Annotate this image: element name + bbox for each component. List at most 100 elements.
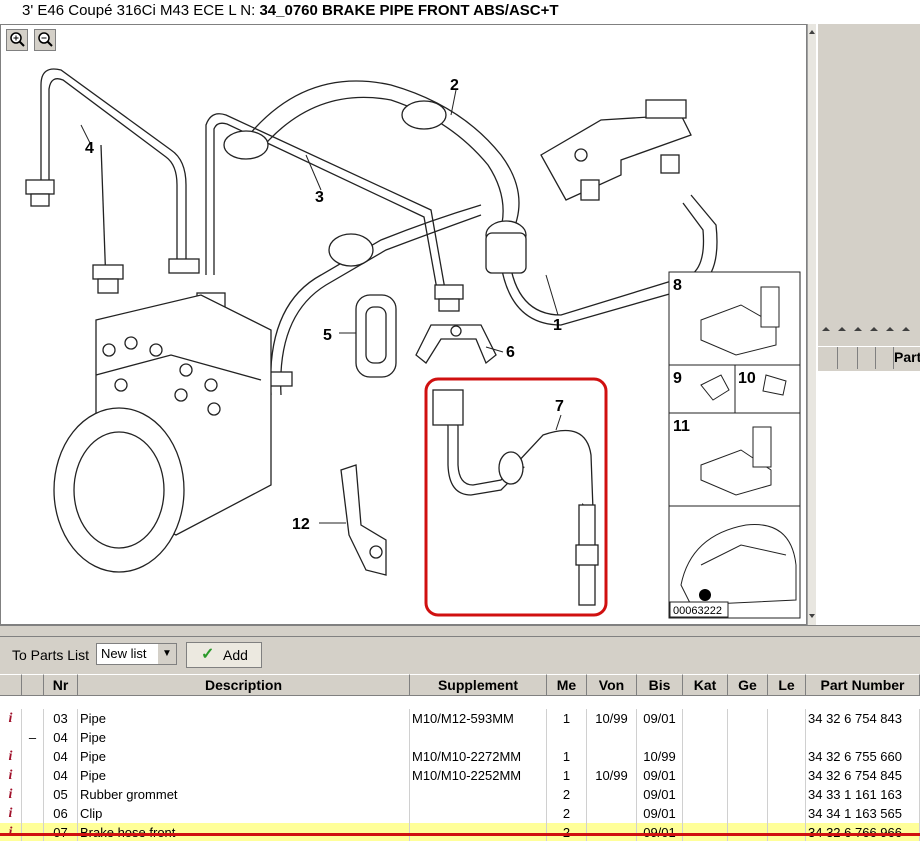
tree-toggle [22, 709, 44, 728]
cell-nr: 04 [44, 766, 78, 785]
cell-nr: 05 [44, 785, 78, 804]
info-icon[interactable]: i [0, 785, 22, 804]
info-icon[interactable]: i [0, 804, 22, 823]
cell-le [768, 766, 806, 785]
cell-supplement: M10/M10-2272MM [410, 747, 547, 766]
cell-part-number: 34 32 6 754 845 [806, 766, 920, 785]
col-le[interactable]: Le [768, 674, 806, 696]
cell-bis: 09/01 [637, 823, 683, 841]
cell-supplement [410, 804, 547, 823]
group-label: 34_0760 BRAKE PIPE FRONT ABS/ASC+T [259, 2, 559, 19]
parts-diagram: 1 2 3 4 5 6 7 12 [25, 68, 801, 619]
callout-10: 10 [738, 370, 756, 387]
diagram-pane[interactable]: 1 2 3 4 5 6 7 12 [0, 24, 807, 625]
cell-nr: 04 [44, 728, 78, 747]
chevron-down-icon: ▼ [158, 644, 176, 664]
info-icon[interactable]: i [0, 823, 22, 841]
callout-4: 4 [85, 140, 94, 157]
col-description[interactable]: Description [78, 674, 410, 696]
col-von[interactable]: Von [587, 674, 637, 696]
cell-von: 10/99 [587, 709, 637, 728]
right-panel-list [818, 371, 920, 625]
panel-splitter[interactable] [818, 325, 920, 333]
cell-supplement [410, 823, 547, 841]
cell-supplement [410, 785, 547, 804]
cell-description: Pipe [78, 728, 410, 747]
col-part-number[interactable]: Part Number [806, 674, 920, 696]
cell-part-number: 34 32 6 754 843 [806, 709, 920, 728]
add-button[interactable]: ✓ Add [186, 642, 262, 668]
cell-bis: 09/01 [637, 804, 683, 823]
tree-toggle [22, 823, 44, 841]
info-icon[interactable]: i [0, 747, 22, 766]
callout-8: 8 [673, 277, 682, 294]
scroll-down-icon [809, 614, 815, 618]
col-info [0, 674, 22, 696]
col-ge[interactable]: Ge [728, 674, 768, 696]
col-kat[interactable]: Kat [683, 674, 728, 696]
cell-bis: 09/01 [637, 785, 683, 804]
tree-toggle[interactable]: – [22, 728, 44, 747]
cell-nr: 04 [44, 747, 78, 766]
callout-12: 12 [292, 516, 310, 533]
location-dot [699, 589, 711, 601]
cell-bis [637, 728, 683, 747]
zoom-in-button[interactable] [6, 29, 28, 51]
cell-description: Pipe [78, 709, 410, 728]
col-supplement[interactable]: Supplement [410, 674, 547, 696]
parts-list-select-value: New list [101, 646, 147, 661]
col-nr[interactable]: Nr [44, 674, 78, 696]
callout-3: 3 [315, 189, 324, 206]
cell-description: Pipe [78, 766, 410, 785]
cell-kat [683, 728, 728, 747]
info-icon [0, 728, 22, 747]
col-me[interactable]: Me [547, 674, 587, 696]
callout-7: 7 [555, 398, 564, 415]
cell-kat [683, 747, 728, 766]
selected-row-marker [0, 833, 920, 836]
tree-toggle [22, 766, 44, 785]
cell-me: 2 [547, 823, 587, 841]
info-icon[interactable]: i [0, 709, 22, 728]
col-bis[interactable]: Bis [637, 674, 683, 696]
cell-supplement: M10/M10-2252MM [410, 766, 547, 785]
cell-von [587, 823, 637, 841]
cell-nr: 06 [44, 804, 78, 823]
callout-6: 6 [506, 344, 515, 361]
diagram-vertical-scrollbar[interactable] [807, 24, 816, 625]
cell-ge [728, 747, 768, 766]
cell-me: 2 [547, 804, 587, 823]
info-icon[interactable]: i [0, 766, 22, 785]
cell-ge [728, 728, 768, 747]
cell-part-number: 34 32 6 755 660 [806, 747, 920, 766]
part-column-header[interactable]: Part [894, 349, 920, 365]
zoom-out-button[interactable] [34, 29, 56, 51]
parts-table: Nr Description Supplement Me Von Bis Kat… [0, 674, 920, 841]
right-panel: Part [816, 24, 920, 625]
cell-part-number: 34 32 6 766 966 [806, 823, 920, 841]
cell-description: Pipe [78, 747, 410, 766]
cell-me: 2 [547, 785, 587, 804]
cell-me [547, 728, 587, 747]
cell-ge [728, 804, 768, 823]
cell-le [768, 785, 806, 804]
cell-bis: 10/99 [637, 747, 683, 766]
image-code: 00063222 [673, 605, 722, 617]
parts-list-select[interactable]: New list ▼ [96, 643, 177, 665]
horizontal-splitter[interactable] [0, 625, 920, 637]
tree-toggle [22, 747, 44, 766]
callout-1: 1 [553, 317, 562, 334]
col-tree [22, 674, 44, 696]
callout-9: 9 [673, 370, 682, 387]
callout-11: 11 [673, 418, 690, 435]
cell-ge [728, 785, 768, 804]
cell-part-number: 34 34 1 163 565 [806, 804, 920, 823]
cell-supplement: M10/M12-593MM [410, 709, 547, 728]
